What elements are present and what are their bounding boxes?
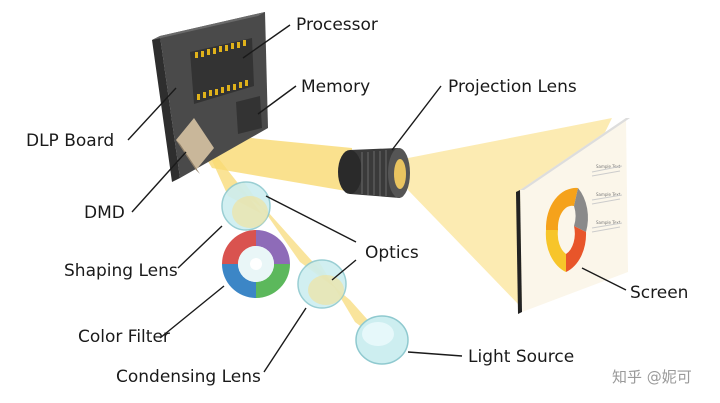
- projection-lens: [338, 148, 410, 198]
- light-source: [355, 315, 409, 365]
- label-dlp-board: DLP Board: [26, 131, 114, 151]
- dmd-chip: [176, 118, 214, 174]
- label-projection-lens: Projection Lens: [448, 77, 577, 97]
- label-screen: Screen: [630, 283, 688, 303]
- screen-donut-chart: [545, 187, 588, 272]
- label-condensing-lens: Condensing Lens: [116, 367, 261, 387]
- watermark: 知乎 @妮可: [612, 368, 692, 386]
- label-optics: Optics: [365, 243, 419, 263]
- processor-pins-bottom: [197, 80, 248, 100]
- label-color-filter: Color Filter: [78, 327, 170, 347]
- label-memory: Memory: [301, 77, 370, 97]
- labels: Processor Memory Projection Lens DLP Boa…: [26, 15, 688, 387]
- color-filter: [222, 230, 290, 298]
- leader-lines: [127, 24, 627, 373]
- screen: Sample Text Sample Text Sample Text: [516, 118, 630, 314]
- label-processor: Processor: [296, 15, 378, 35]
- condensing-lens: [297, 259, 347, 309]
- memory-chip: [236, 96, 262, 134]
- processor-pins-top: [195, 40, 246, 58]
- screen-legend-item-2: Sample Text: [596, 192, 621, 197]
- processor-chip: [190, 38, 254, 104]
- label-dmd: DMD: [84, 203, 125, 223]
- shaping-lens: [221, 181, 271, 231]
- screen-legend-item-3: Sample Text: [596, 220, 621, 225]
- screen-legend: Sample Text Sample Text Sample Text: [591, 164, 623, 233]
- label-shaping-lens: Shaping Lens: [64, 261, 178, 281]
- label-light-source: Light Source: [468, 347, 574, 367]
- screen-legend-item-1: Sample Text: [596, 164, 621, 169]
